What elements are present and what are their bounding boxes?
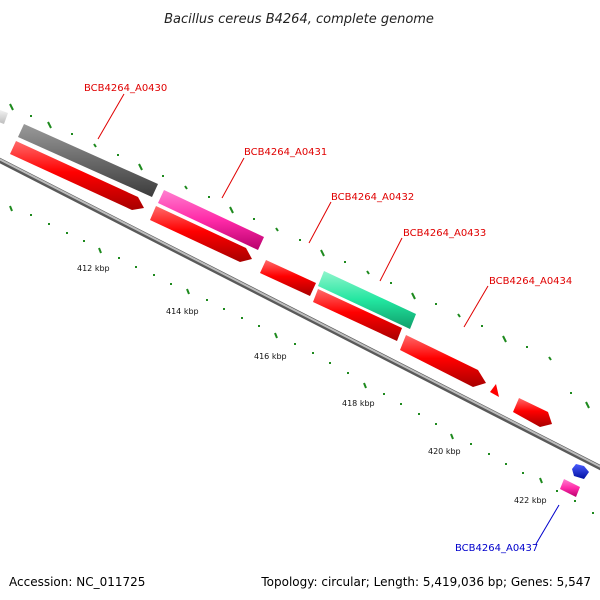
inner-scale-dots xyxy=(30,214,594,514)
outer-tick xyxy=(457,313,461,318)
callout-line-a0430 xyxy=(97,93,125,140)
callout-line-a0434 xyxy=(463,285,489,328)
gene-labels: BCB4264_A0430 BCB4264_A0431 BCB4264_A043… xyxy=(84,83,572,554)
callout-lines xyxy=(97,93,560,545)
gene-label-a0437[interactable]: BCB4264_A0437 xyxy=(455,543,538,554)
callout-line-a0431 xyxy=(221,157,245,199)
gene-arrow-red[interactable] xyxy=(400,335,486,387)
gene-arrow-red[interactable] xyxy=(10,141,144,210)
gene-label-a0434[interactable]: BCB4264_A0434 xyxy=(489,276,572,287)
outer-tick xyxy=(585,401,590,409)
gene-label-a0430[interactable]: BCB4264_A0430 xyxy=(84,83,167,94)
outer-tick xyxy=(275,227,279,232)
feature-track-lower-right xyxy=(560,464,589,497)
gene-feature-a0437[interactable] xyxy=(572,464,589,479)
gene-arrow-red[interactable] xyxy=(513,398,552,427)
gene-feature-gray-light[interactable] xyxy=(0,110,8,124)
gene-feature-magenta-small[interactable] xyxy=(560,479,580,497)
map-title: Bacillus cereus B4264, complete genome xyxy=(164,12,434,27)
gene-feature-a0431[interactable] xyxy=(158,190,264,250)
outer-tick xyxy=(411,292,416,300)
gene-arrow-red[interactable] xyxy=(260,260,316,296)
gene-feature-a0433[interactable] xyxy=(318,271,416,329)
outer-tick-track xyxy=(9,103,590,409)
genome-backbone xyxy=(0,157,600,471)
outer-tick xyxy=(138,163,143,171)
outer-tick xyxy=(184,185,188,190)
scale-label-414: 414 kbp xyxy=(166,307,199,316)
outer-tick xyxy=(320,249,325,257)
gene-arrow-red-small[interactable] xyxy=(490,384,499,397)
inner-scale-ticks xyxy=(9,205,543,484)
gene-arrow-red[interactable] xyxy=(313,289,402,341)
scale-labels: 412 kbp 414 kbp 416 kbp 418 kbp 420 kbp … xyxy=(77,264,547,505)
scale-label-412: 412 kbp xyxy=(77,264,110,273)
outer-tick xyxy=(502,335,507,343)
scale-label-420: 420 kbp xyxy=(428,447,461,456)
gene-label-a0432[interactable]: BCB4264_A0432 xyxy=(331,192,414,203)
gene-feature-a0430[interactable] xyxy=(18,124,158,197)
outer-tick xyxy=(548,356,552,361)
outer-tick xyxy=(47,121,52,129)
callout-line-a0432 xyxy=(308,201,332,244)
gene-label-a0431[interactable]: BCB4264_A0431 xyxy=(244,147,327,158)
outer-tick xyxy=(93,143,97,148)
genome-summary-text: Topology: circular; Length: 5,419,036 bp… xyxy=(260,575,591,589)
outer-dot-track xyxy=(30,115,572,394)
callout-line-a0433 xyxy=(379,237,403,282)
accession-text: Accession: NC_011725 xyxy=(9,575,145,589)
gene-arrow-red[interactable] xyxy=(150,206,252,262)
callout-line-a0437 xyxy=(535,504,560,545)
scale-label-422: 422 kbp xyxy=(514,496,547,505)
outer-tick xyxy=(366,270,370,275)
scale-label-416: 416 kbp xyxy=(254,352,287,361)
gene-label-a0433[interactable]: BCB4264_A0433 xyxy=(403,228,486,239)
feature-track-upper xyxy=(0,110,416,329)
scale-label-418: 418 kbp xyxy=(342,399,375,408)
outer-tick xyxy=(229,206,234,214)
feature-track-forward xyxy=(10,141,552,427)
outer-tick xyxy=(9,103,14,111)
